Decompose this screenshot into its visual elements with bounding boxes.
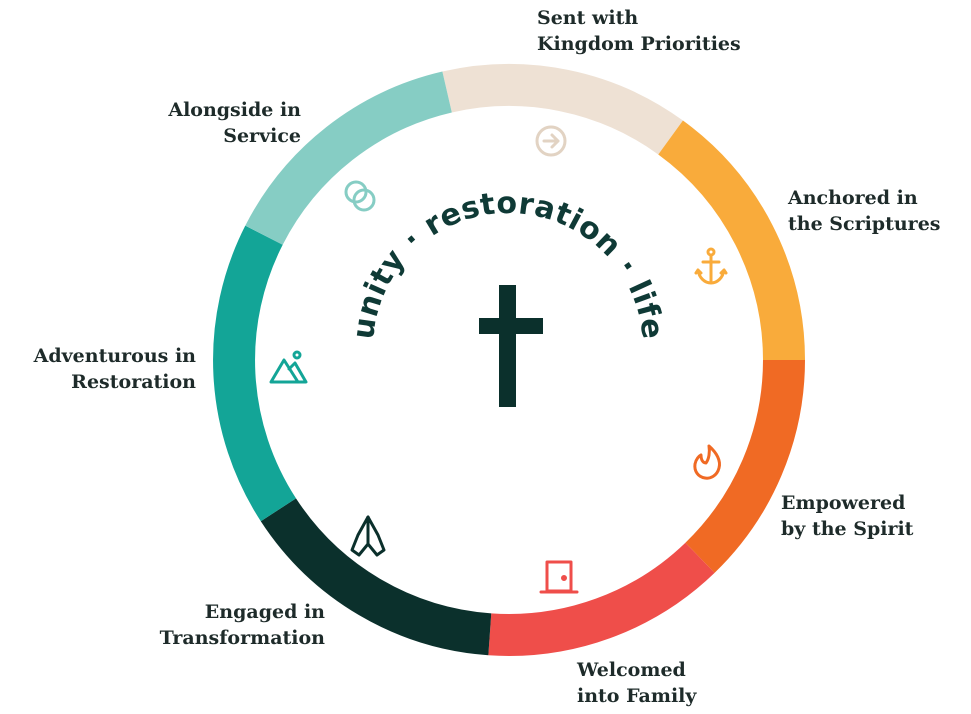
linked-rings-icon [344, 180, 376, 212]
door-icon [539, 560, 579, 594]
segment-anchored [658, 120, 805, 361]
anchor-icon [694, 247, 728, 285]
segment-sent [442, 63, 683, 155]
mountain-icon [269, 350, 308, 384]
segment-adventurous [213, 225, 297, 522]
praying-hands-icon [350, 515, 386, 557]
flame-icon [693, 444, 721, 480]
arrow-circle-icon [535, 125, 567, 157]
segment-empowered [685, 359, 805, 573]
segment-engaged [260, 498, 492, 656]
cross-icon [479, 285, 543, 407]
segment-alongside [245, 71, 453, 245]
segment-welcomed [488, 542, 715, 656]
wheel-segments [213, 63, 805, 656]
